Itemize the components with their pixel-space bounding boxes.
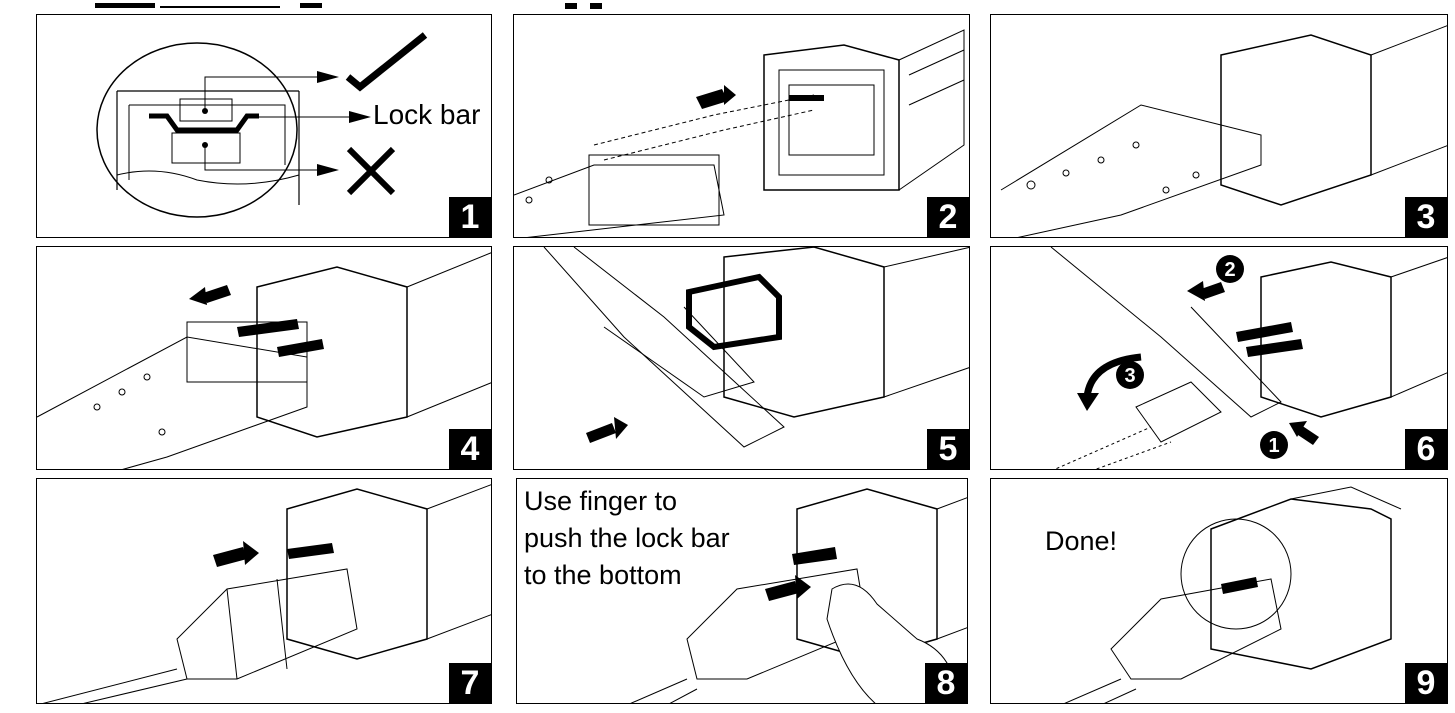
panel-7: 7 [36,478,492,704]
tool-release-illustration: 2 3 1 [1050,247,1447,469]
panel-8: Use finger to push the lock bar to the b… [516,478,968,704]
tool-removal-illustration [37,252,491,469]
plug-insertion-illustration [543,247,969,448]
step-number: 2 [927,197,969,237]
insert-tool-illustration [514,29,965,237]
instruction-line-2: push the lock bar [524,523,730,553]
plug-seated-illustration [42,484,491,703]
clipped-heading [0,0,1455,10]
step-marker-2: 2 [1224,259,1235,281]
step-number: 3 [1405,197,1447,237]
done-label: Done! [1045,526,1118,556]
step-number: 8 [925,663,967,703]
step-number: 7 [449,663,491,703]
finger-push-illustration [630,488,967,703]
instruction-line-1: Use finger to [524,486,678,516]
step-number: 1 [449,197,491,237]
lock-bar-label: Lock bar [373,99,481,130]
instruction-line-3: to the bottom [524,560,682,590]
panel-9: Done! 9 [990,478,1448,704]
panel-4: 4 [36,246,492,470]
step-number: 6 [1405,429,1447,469]
panel-6: 2 3 1 6 [990,246,1448,470]
tool-seated-illustration [1000,25,1447,237]
completed-installation-illustration [1064,486,1402,703]
step-marker-3: 3 [1124,365,1135,387]
panel-5: 5 [513,246,970,470]
step-number: 4 [449,429,491,469]
step-number: 5 [927,429,969,469]
panel-1: Lock bar 1 [36,14,492,238]
panel-3: 3 [990,14,1448,238]
step-number: 9 [1405,663,1447,703]
step-marker-1: 1 [1268,435,1279,457]
lock-bar-detail-illustration [96,32,428,218]
panel-2: 2 [513,14,970,238]
